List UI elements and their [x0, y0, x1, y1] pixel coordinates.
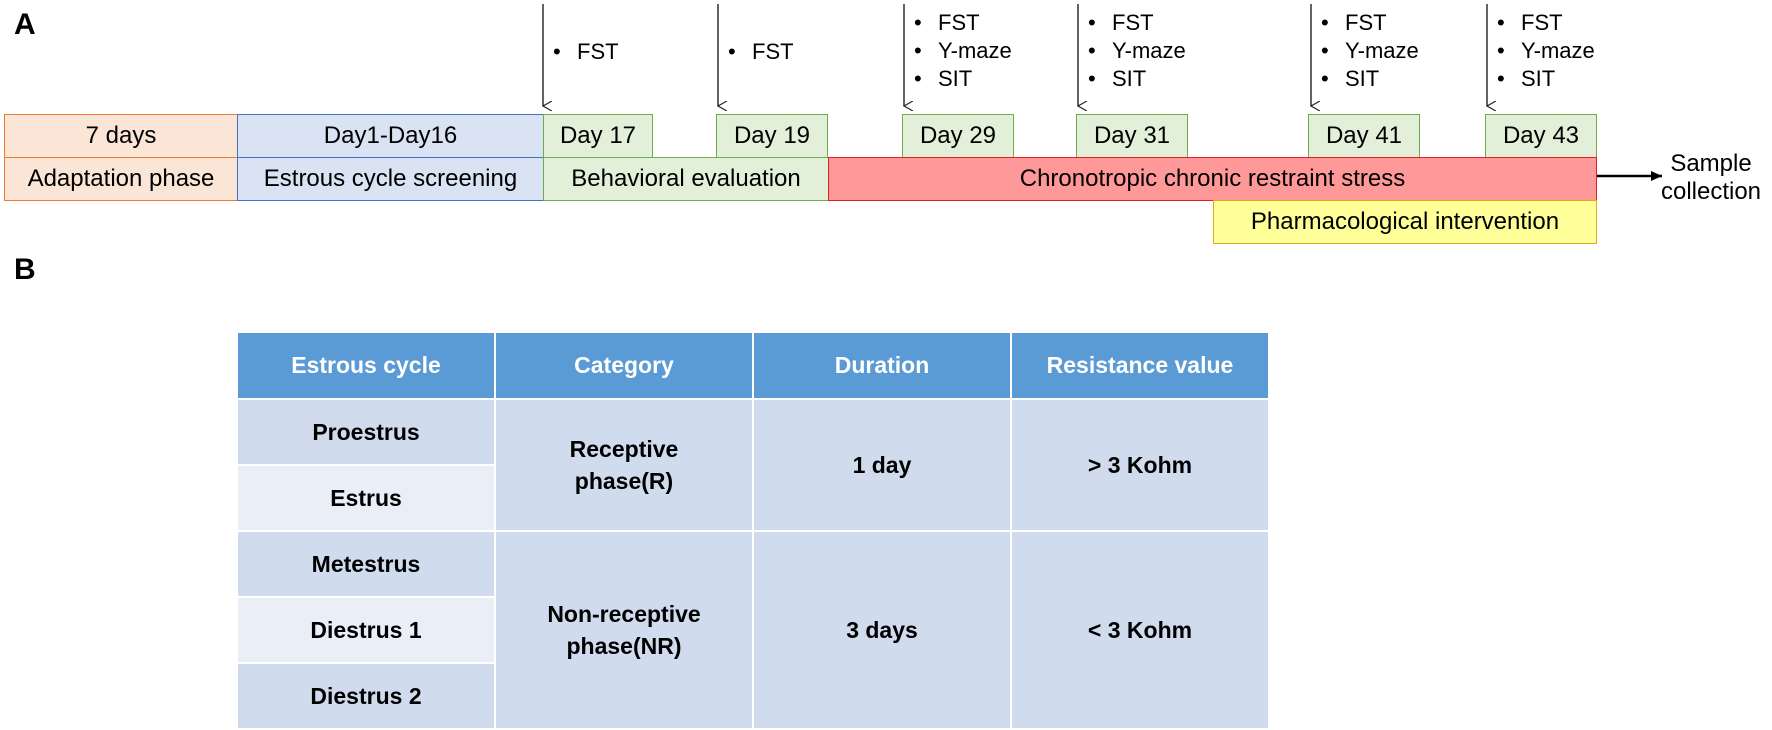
- category-cell: Receptive phase(R): [494, 398, 754, 532]
- intervention-phase-box: Pharmacological intervention: [1213, 200, 1597, 244]
- test-item: Y-maze: [1497, 37, 1595, 65]
- day17-tests: FST: [553, 38, 619, 66]
- header-duration: Duration: [752, 331, 1012, 400]
- resistance-cell: > 3 Kohm: [1010, 398, 1270, 532]
- screening-days-box: Day1-Day16: [237, 114, 544, 158]
- header-resistance: Resistance value: [1010, 331, 1270, 400]
- day19-tests: FST: [728, 38, 794, 66]
- test-item: FST: [1088, 9, 1186, 37]
- test-item: Y-maze: [1321, 37, 1419, 65]
- stage-cell: Metestrus: [236, 530, 496, 598]
- panel-a-label: A: [14, 8, 36, 41]
- header-category: Category: [494, 331, 754, 400]
- table-row: Proestrus Receptive phase(R) 1 day > 3 K…: [236, 398, 1270, 532]
- stage-cell: Diestrus 1: [236, 596, 496, 664]
- stage-cell: Estrus: [236, 464, 496, 532]
- test-item: FST: [728, 38, 794, 66]
- panel-b-label: B: [14, 253, 36, 286]
- test-item: SIT: [1088, 65, 1186, 93]
- table-row: Metestrus Non-receptive phase(NR) 3 days…: [236, 530, 1270, 730]
- duration-cell: 3 days: [752, 530, 1012, 730]
- stage-cell: Diestrus 2: [236, 662, 496, 730]
- header-estrous-cycle: Estrous cycle: [236, 331, 496, 400]
- adaptation-days-box: 7 days: [4, 114, 238, 158]
- day29-box: Day 29: [902, 114, 1014, 158]
- table-row: Diestrus 2: [236, 662, 1269, 730]
- sample-collection-line1: Sample: [1670, 150, 1752, 177]
- sample-collection-line2: collection: [1660, 178, 1762, 205]
- day29-tests: FST Y-maze SIT: [914, 9, 1012, 93]
- resistance-cell: < 3 Kohm: [1010, 530, 1270, 730]
- test-item: FST: [1321, 9, 1419, 37]
- day41-tests: FST Y-maze SIT: [1321, 9, 1419, 93]
- category-cell: Non-receptive phase(NR): [494, 530, 754, 730]
- day17-box: Day 17: [543, 114, 653, 158]
- test-item: SIT: [1497, 65, 1595, 93]
- day31-tests: FST Y-maze SIT: [1088, 9, 1186, 93]
- test-item: SIT: [914, 65, 1012, 93]
- duration-cell: 1 day: [752, 398, 1012, 532]
- category-line2: phase(NR): [566, 633, 682, 659]
- sample-collection-label: Sample collection: [1653, 150, 1769, 206]
- stage-cell: Proestrus: [236, 398, 496, 466]
- test-item: FST: [553, 38, 619, 66]
- day43-box: Day 43: [1485, 114, 1597, 158]
- category-line1: Receptive: [569, 436, 679, 462]
- screening-phase-box: Estrous cycle screening: [237, 157, 544, 201]
- test-item: SIT: [1321, 65, 1419, 93]
- day19-box: Day 19: [716, 114, 828, 158]
- day31-box: Day 31: [1076, 114, 1188, 158]
- category-line2: phase(R): [574, 468, 674, 494]
- test-item: FST: [914, 9, 1012, 37]
- timeline-arrows: [0, 4, 1662, 181]
- test-item: Y-maze: [914, 37, 1012, 65]
- estrous-cycle-table: Estrous cycle Category Duration Resistan…: [236, 331, 1270, 730]
- stress-phase-box: Chronotropic chronic restraint stress: [828, 157, 1597, 201]
- category-line1: Non-receptive: [547, 601, 701, 627]
- test-item: FST: [1497, 9, 1595, 37]
- adaptation-phase-box: Adaptation phase: [4, 157, 238, 201]
- table-row: Estrus: [236, 464, 1269, 532]
- table-header-row: Estrous cycle Category Duration Resistan…: [236, 331, 1270, 400]
- behavioral-phase-box: Behavioral evaluation: [543, 157, 829, 201]
- table-row: Diestrus 1: [236, 596, 1269, 664]
- day41-box: Day 41: [1308, 114, 1420, 158]
- test-item: Y-maze: [1088, 37, 1186, 65]
- day43-tests: FST Y-maze SIT: [1497, 9, 1595, 93]
